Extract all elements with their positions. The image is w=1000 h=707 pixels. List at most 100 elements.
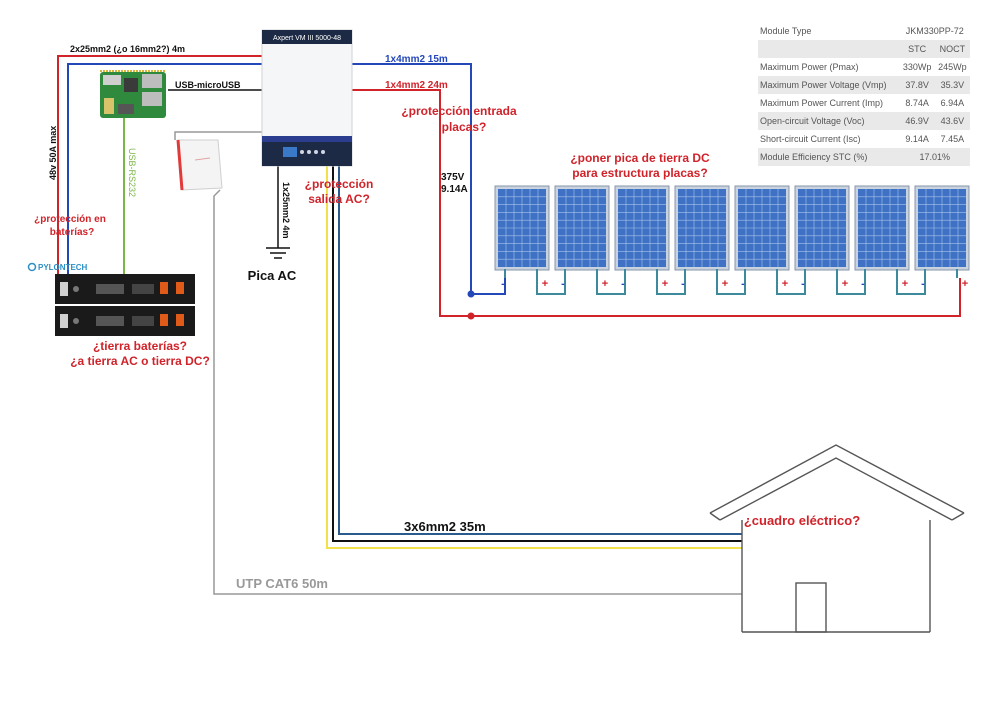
protection-pv-label: ¿protección entrada: [401, 104, 517, 118]
battery-cable-label: 2x25mm2 (¿o 16mm2?) 4m: [70, 44, 185, 54]
terminal-negative-label: -: [801, 278, 805, 290]
battery-spec-label: 48v 50A max: [48, 126, 58, 180]
battery-positive-wire: [57, 55, 262, 274]
raspberry-pi-icon: [100, 70, 166, 118]
solar-panel-icon: -+: [554, 185, 610, 290]
utp-cable: [213, 189, 742, 595]
protection-battery-label: ¿protección en: [34, 214, 106, 225]
spec-title-row: Module Type JKM330PP-72: [758, 22, 970, 40]
battery-icon: [55, 306, 195, 336]
terminal-positive-label: +: [962, 278, 968, 290]
spec-row-noct: 245Wp: [938, 62, 967, 72]
spec-efficiency-label: Module Efficiency STC (%): [758, 148, 900, 166]
series-link: [536, 278, 566, 295]
terminal-positive-label: +: [662, 278, 668, 290]
wires: [57, 55, 961, 595]
usb-microusb-label: USB-microUSB: [175, 80, 241, 90]
dc-ground-question: ¿poner pica de tierra DC: [570, 151, 710, 165]
series-link: [596, 278, 626, 295]
pv-positive-wire: [352, 89, 961, 317]
router-link-wire: [174, 131, 262, 140]
ground-icon: [266, 247, 290, 259]
spec-row-noct: 35.3V: [934, 76, 970, 94]
spec-efficiency-value: 17.01%: [899, 148, 970, 166]
inverter-name-label: Axpert VM III 5000-48: [273, 35, 341, 42]
series-link: [896, 278, 926, 295]
dc-ground-question-2: para estructura placas?: [572, 166, 707, 180]
terminal-negative-label: -: [921, 278, 925, 290]
pv-positive-cable-label: 1x4mm2 24m: [385, 80, 448, 91]
spec-row: Open-circuit Voltage (Voc) 46.9V 43.6V: [758, 112, 970, 130]
pv-voltage-label: 375V: [441, 172, 465, 183]
inverter-icon: [261, 29, 353, 167]
pv-negative-cable-label: 1x4mm2 15m: [385, 54, 448, 65]
spec-row-stc: 330Wp: [902, 62, 932, 72]
pylontech-logo-label: PYLONTECH: [38, 263, 88, 272]
router-icon: [176, 139, 223, 191]
terminal-positive-label: +: [842, 278, 848, 290]
terminal-negative-label: -: [681, 278, 685, 290]
spec-row-stc: 9.14A: [905, 134, 929, 144]
spec-row: Maximum Power (Pmax) 330Wp 245Wp: [758, 58, 970, 76]
spec-row-label: Maximum Power Current (Imp): [760, 98, 884, 108]
series-link: [656, 278, 686, 295]
solar-panel-array: -+-+-+-+-+-+-+-+: [494, 185, 970, 290]
spec-row: Short-circuit Current (Isc) 9.14A 7.45A: [758, 130, 970, 148]
utp-cable-label: UTP CAT6 50m: [236, 576, 328, 591]
protection-pv-label-2: placas?: [442, 120, 487, 134]
spec-title-label: Module Type: [760, 26, 812, 36]
spec-row: Maximum Power Current (Imp) 8.74A 6.94A: [758, 94, 970, 112]
spec-row-noct: 43.6V: [934, 112, 970, 130]
spec-row-stc: 37.8V: [899, 76, 935, 94]
spec-header-row: STC NOCT: [758, 40, 970, 58]
usb-rs232-label: USB-RS232: [127, 148, 137, 197]
series-link: [836, 278, 866, 295]
battery-icon: [55, 274, 195, 304]
spec-row-label: Maximum Power (Pmax): [760, 62, 859, 72]
ac-wire-yellow: [326, 166, 742, 549]
terminal-negative-label: -: [501, 278, 505, 290]
terminal-negative-label: -: [561, 278, 565, 290]
spec-row-stc: 8.74A: [905, 98, 929, 108]
terminal-positive-label: +: [602, 278, 608, 290]
protection-ac-label: ¿protección: [305, 177, 374, 191]
pv-negative-wire: [352, 63, 506, 295]
pv-negative-junction: [467, 290, 475, 298]
spec-row-noct: 7.45A: [940, 134, 965, 144]
terminal-negative-label: -: [741, 278, 745, 290]
module-spec-table: Module Type JKM330PP-72 STC NOCT Maximum…: [758, 22, 970, 166]
solar-panel-icon: -+: [734, 185, 790, 290]
terminal-positive-label: +: [902, 278, 908, 290]
spec-row-label: Maximum Power Voltage (Vmp): [758, 76, 900, 94]
terminal-negative-label: -: [621, 278, 625, 290]
terminal-negative-label: -: [861, 278, 865, 290]
solar-panel-icon: -+: [794, 185, 850, 290]
spec-row-label: Open-circuit Voltage (Voc): [758, 112, 900, 130]
spec-efficiency-row: Module Efficiency STC (%) 17.01%: [758, 148, 970, 166]
terminal-positive-label: +: [722, 278, 728, 290]
solar-panel-icon: -+: [674, 185, 730, 290]
pica-ac-label: Pica AC: [248, 268, 297, 283]
spec-col-noct: NOCT: [934, 40, 970, 58]
ac-wire-black: [332, 166, 742, 542]
spec-title-value: JKM330PP-72: [905, 26, 964, 36]
series-link: [776, 278, 806, 295]
spec-row-label: Short-circuit Current (Isc): [760, 134, 861, 144]
pylontech-logo-icon: [27, 262, 37, 272]
terminal-positive-label: +: [782, 278, 788, 290]
protection-battery-label-2: baterías?: [50, 227, 94, 238]
battery-ground-question: ¿tierra baterías?: [93, 339, 187, 353]
electrical-panel-question: ¿cuadro eléctrico?: [744, 513, 860, 528]
ground-cable-label: 1x25mm2 4m: [281, 182, 291, 239]
spec-row-noct: 6.94A: [940, 98, 965, 108]
terminal-positive-label: +: [542, 278, 548, 290]
pv-positive-junction: [467, 312, 475, 320]
spec-row-stc: 46.9V: [899, 112, 935, 130]
series-link: [716, 278, 746, 295]
spec-col-stc: STC: [899, 40, 935, 58]
solar-panel-icon: -+: [614, 185, 670, 290]
solar-panel-icon: -+: [494, 185, 550, 290]
protection-ac-label-2: salida AC?: [308, 192, 370, 206]
ac-wire-blue: [338, 166, 742, 535]
